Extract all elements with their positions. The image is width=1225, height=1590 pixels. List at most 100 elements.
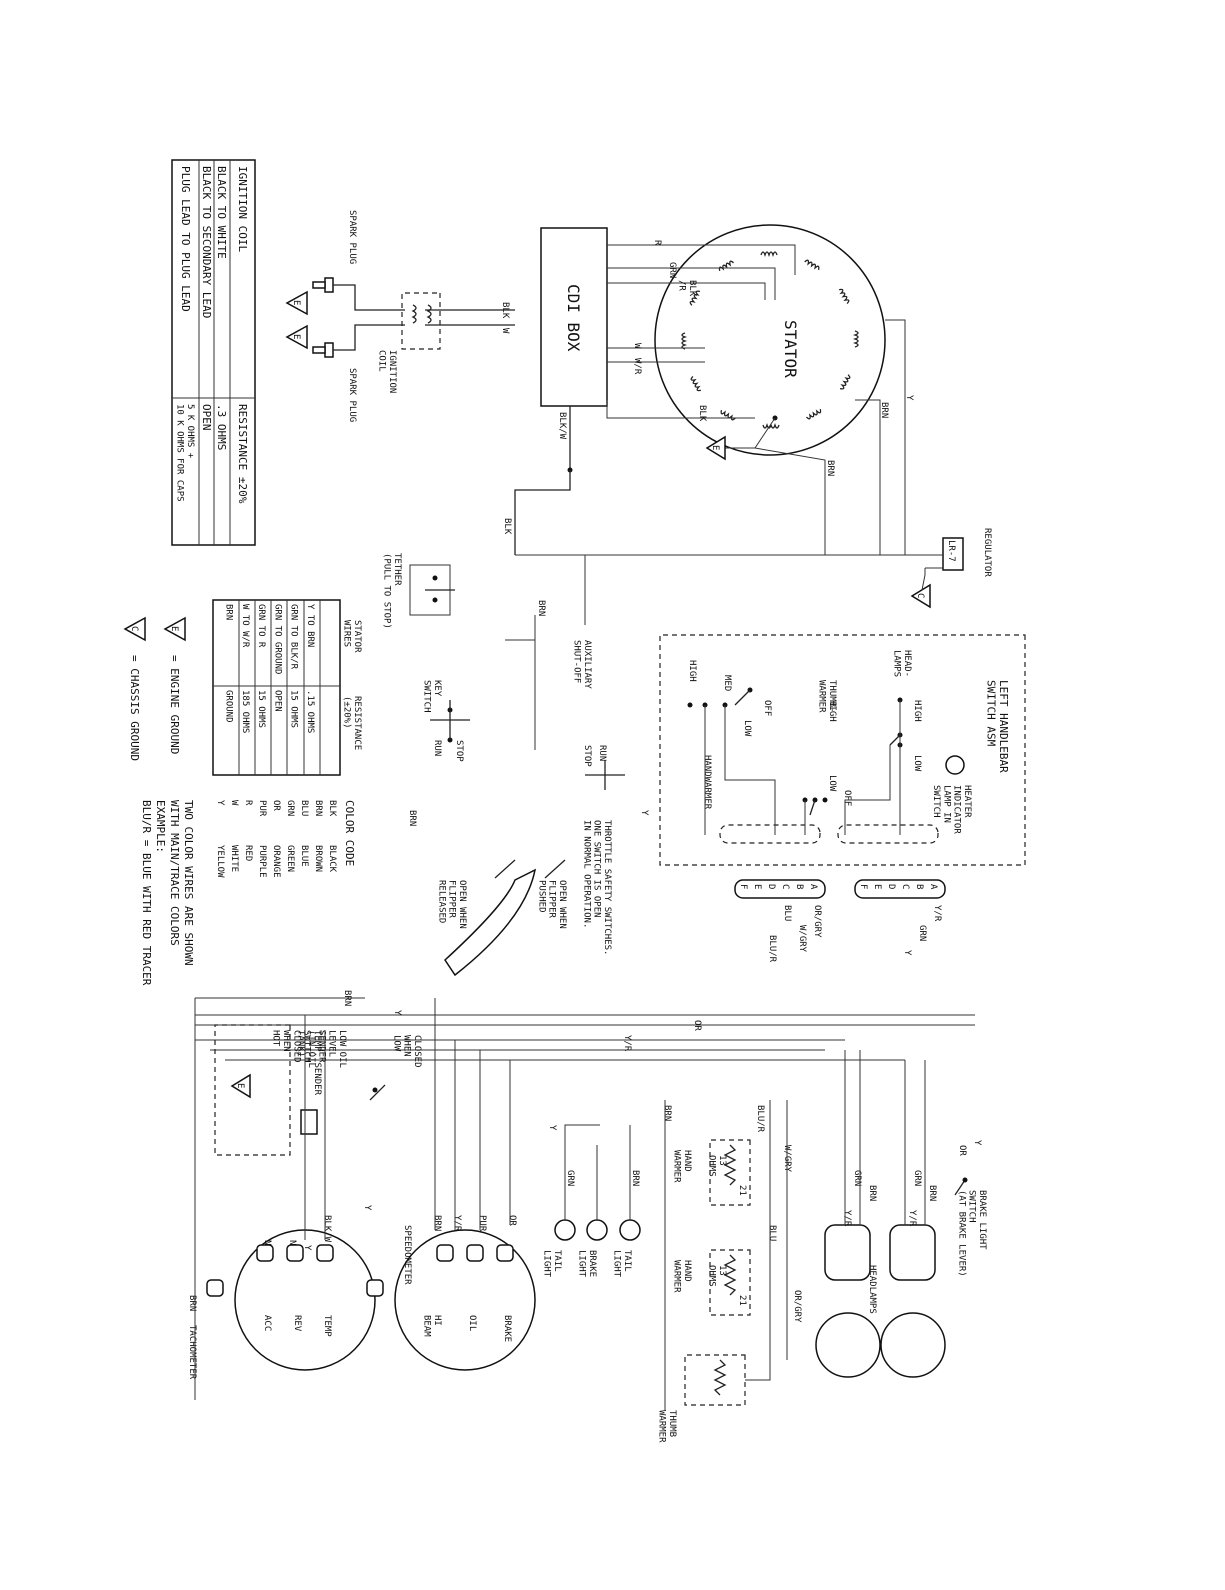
- wire-grn-head-1: GRN: [912, 1170, 922, 1186]
- hand-warmer-1: [709, 1139, 751, 1206]
- wire-or-brake: OR: [957, 1145, 967, 1156]
- headlamp-socket-1: [889, 1224, 936, 1281]
- regulator-box: [942, 537, 964, 571]
- regulator-model: LR-7: [946, 540, 956, 562]
- color-abbr-5: PUR: [257, 800, 267, 817]
- tachometer: [234, 1229, 376, 1371]
- open-pushed-label: OPEN WHENFLIPPERPUSHED: [536, 880, 567, 929]
- ignition-coil: [401, 292, 441, 350]
- chassis-ground-symbol: [123, 616, 146, 642]
- thumb-warmer-label: THUMBWARMER: [657, 1410, 677, 1443]
- low-oil-label: LOW OILLEVELSENDER(IN OILTANK): [296, 1030, 347, 1068]
- stator-coil: [760, 251, 778, 258]
- headlamp-high: HIGH: [912, 700, 922, 722]
- connector-2: [734, 879, 826, 899]
- stator-row-1-label: Y TO BRN: [305, 604, 315, 647]
- tail-light-2: [619, 1219, 641, 1241]
- speedometer-label: SPEEDOMETER: [402, 1225, 412, 1285]
- stator-coil: [718, 260, 734, 272]
- wire-y-brake: Y: [972, 1140, 982, 1146]
- cdi-box-label: CDI BOX: [564, 284, 583, 352]
- stator-row-4-value: 15 OHMS: [256, 690, 266, 728]
- wire-w-r-stator: W/R: [632, 358, 642, 375]
- ignition-coil-title: IGNITION COIL: [236, 166, 249, 252]
- connector-2-pin-B: B: [794, 884, 804, 889]
- wire-blk-w-cdi: BLK/W: [557, 412, 567, 440]
- color-name-8: YELLOW: [215, 845, 225, 878]
- thumb-off: OFF: [842, 790, 852, 806]
- hw1-21: 21: [737, 1185, 747, 1196]
- wire-brn-head-1: BRN: [927, 1185, 937, 1201]
- brake-light-label: BRAKELIGHT: [577, 1250, 597, 1278]
- wire-brn-key: BRN: [536, 600, 546, 616]
- thumb-warmer: [684, 1354, 746, 1406]
- hand-high: HIGH: [687, 660, 697, 682]
- stator-coil: [806, 408, 822, 420]
- thumb-high: HIGH: [827, 700, 837, 722]
- regulator-chassis-ground: [910, 583, 931, 609]
- headlamps-label: HEADLAMPS: [867, 1265, 877, 1314]
- color-abbr-0: BLK: [327, 800, 337, 817]
- stator-coil: [839, 374, 851, 390]
- temp-sender: [300, 1109, 318, 1135]
- wire-y-gauge: Y: [302, 1245, 312, 1251]
- connector-1: [854, 879, 946, 899]
- headlamp-2: [815, 1312, 881, 1378]
- ign-row-1-value: .3 OHMS: [215, 404, 228, 450]
- connector-2-pin-E: E: [752, 884, 762, 889]
- connector-1-pin-F: F: [858, 884, 868, 889]
- color-name-7: WHITE: [229, 845, 239, 872]
- ign-row-1-label: BLACK TO WHITE: [215, 166, 228, 259]
- stator-coil: [852, 330, 859, 348]
- ignition-resistance-header: RESISTANCE ±20%: [236, 404, 249, 504]
- color-name-1: BROWN: [313, 845, 323, 872]
- wire-or-gry-conn: OR/GRY: [812, 905, 822, 938]
- wire-y-r-head-1: Y/R: [907, 1210, 917, 1227]
- wire-y-tail: Y: [547, 1125, 557, 1131]
- gauges: SPEEDOMETER TACHOMETER BRAKE OIL HIBEAM …: [187, 998, 536, 1400]
- gauge-terminal: [206, 1279, 224, 1297]
- speedo-hibeam: HIBEAM: [422, 1315, 442, 1337]
- key-run: RUN: [432, 740, 442, 756]
- wire-y-r-head-2: Y/R: [842, 1210, 852, 1227]
- wire-brn-tail: BRN: [630, 1170, 640, 1186]
- gauge-terminal: [466, 1244, 484, 1262]
- stator-row-3-value: OPEN: [272, 690, 282, 712]
- ign-row-2-label: BLACK TO SECONDARY LEAD: [200, 166, 213, 318]
- rear-lights: TAILLIGHT BRAKELIGHT TAILLIGHT GRN BRN Y: [542, 1124, 641, 1278]
- headlamps-switch-label: HEAD-LAMPS: [892, 650, 912, 677]
- tachometer-label: TACHOMETER: [187, 1325, 197, 1380]
- tail-light-1-label: TAILLIGHT: [542, 1250, 562, 1278]
- tether-label: TETHER(PULL TO STOP): [382, 553, 402, 629]
- hand-warmer-2-label: HANDWARMER: [672, 1260, 692, 1293]
- wire-brn-bus: BRN: [342, 990, 352, 1006]
- connector-1-pin-A: A: [928, 884, 938, 890]
- stator-resistance-header: RESISTANCE(±20%): [342, 696, 362, 750]
- color-name-2: BLUE: [299, 845, 309, 867]
- hand-med: MED: [722, 675, 732, 691]
- color-name-6: RED: [243, 845, 253, 861]
- engine-ground-legend: = ENGINE GROUND: [168, 655, 181, 754]
- stator-coil: [838, 288, 850, 304]
- color-abbr-4: OR: [271, 800, 281, 811]
- wire-brn-left: BRN: [407, 810, 417, 826]
- throttle-flipper: [444, 868, 537, 977]
- stator: STATOR R GRN BLK/R W W/R BLK E Y BRN: [606, 224, 914, 555]
- chassis-ground-letter: C: [129, 626, 139, 631]
- wire-brn-hw: BRN: [662, 1105, 672, 1121]
- gauge-terminal: [256, 1244, 274, 1262]
- connector-1-pin-C: C: [900, 884, 910, 889]
- wire-or-gauge: OR: [507, 1215, 517, 1226]
- wire-blk-r-stator: BLK/R: [677, 280, 697, 297]
- speedo-brake: BRAKE: [502, 1315, 512, 1342]
- speedo-oil: OIL: [467, 1315, 477, 1331]
- wire-blk-coil: BLK: [500, 302, 510, 319]
- chassis-ground-legend: = CHASSIS GROUND: [128, 655, 141, 761]
- stator-row-5-label: W TO W/R: [240, 604, 250, 648]
- hw2-21: 21: [737, 1295, 747, 1306]
- thumb-warmer-switch-label: THUMB-WARMER: [817, 680, 837, 713]
- stator-row-3-label: GRN TO GROUND: [272, 604, 282, 674]
- stator-row-4-label: GRN TO R: [256, 604, 266, 648]
- speedometer: [394, 1229, 536, 1371]
